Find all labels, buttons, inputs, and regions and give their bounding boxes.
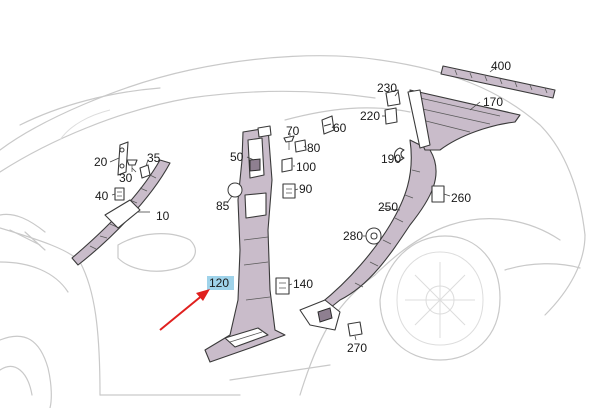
- part-button-85: [227, 182, 243, 198]
- callout-20[interactable]: 20: [94, 155, 108, 169]
- callout-280[interactable]: 280: [343, 229, 363, 243]
- callout-140[interactable]: 140: [293, 277, 313, 291]
- arrow-icon: [159, 289, 210, 331]
- part-screw-30: [126, 159, 138, 172]
- callout-30[interactable]: 30: [119, 171, 133, 185]
- callout-400[interactable]: 400: [491, 59, 511, 73]
- part-roof-rail-400: [440, 65, 556, 99]
- part-bracket-60: [321, 115, 335, 135]
- part-clip-270: [347, 321, 363, 337]
- callout-90[interactable]: 90: [299, 182, 313, 196]
- part-clip-80: [294, 139, 307, 153]
- part-c-pillar-upper-trim: [407, 89, 521, 151]
- callout-labels: 10 20 30 35 40 50 60 70 80 85 90 100 120…: [94, 59, 511, 355]
- callout-35[interactable]: 35: [147, 151, 161, 165]
- callout-40[interactable]: 40: [95, 189, 109, 203]
- part-knob-280: [365, 227, 382, 245]
- callout-80[interactable]: 80: [307, 141, 321, 155]
- part-clip-90: [282, 183, 296, 199]
- callout-10[interactable]: 10: [156, 209, 170, 223]
- callout-120[interactable]: 120: [209, 276, 229, 290]
- callout-260[interactable]: 260: [451, 191, 471, 205]
- part-c-pillar-lower-trim: [299, 139, 437, 331]
- part-clip-140: [275, 277, 290, 295]
- part-screw-70: [283, 135, 295, 150]
- callout-60[interactable]: 60: [333, 121, 347, 135]
- leader-lines: [109, 67, 496, 341]
- part-clip-50: [257, 125, 272, 138]
- callout-220[interactable]: 220: [360, 109, 380, 123]
- callout-50[interactable]: 50: [230, 150, 244, 164]
- part-clip-20: [117, 141, 129, 176]
- part-clip-100: [281, 157, 293, 173]
- part-b-pillar-trim: [204, 127, 286, 363]
- callout-190[interactable]: 190: [381, 152, 401, 166]
- callout-170[interactable]: 170: [483, 95, 503, 109]
- callout-250[interactable]: 250: [378, 200, 398, 214]
- part-clip-260: [431, 185, 445, 203]
- part-hook-190: [393, 147, 405, 163]
- part-clip-40: [114, 187, 125, 201]
- callout-highlight-120: [207, 276, 234, 290]
- callout-100[interactable]: 100: [296, 160, 316, 174]
- part-clip-35: [139, 164, 151, 179]
- callout-70[interactable]: 70: [286, 124, 300, 138]
- callout-85[interactable]: 85: [216, 199, 230, 213]
- part-clip-220: [384, 107, 398, 125]
- callout-230[interactable]: 230: [377, 81, 397, 95]
- callout-270[interactable]: 270: [347, 341, 367, 355]
- part-a-pillar-trim: [71, 159, 171, 266]
